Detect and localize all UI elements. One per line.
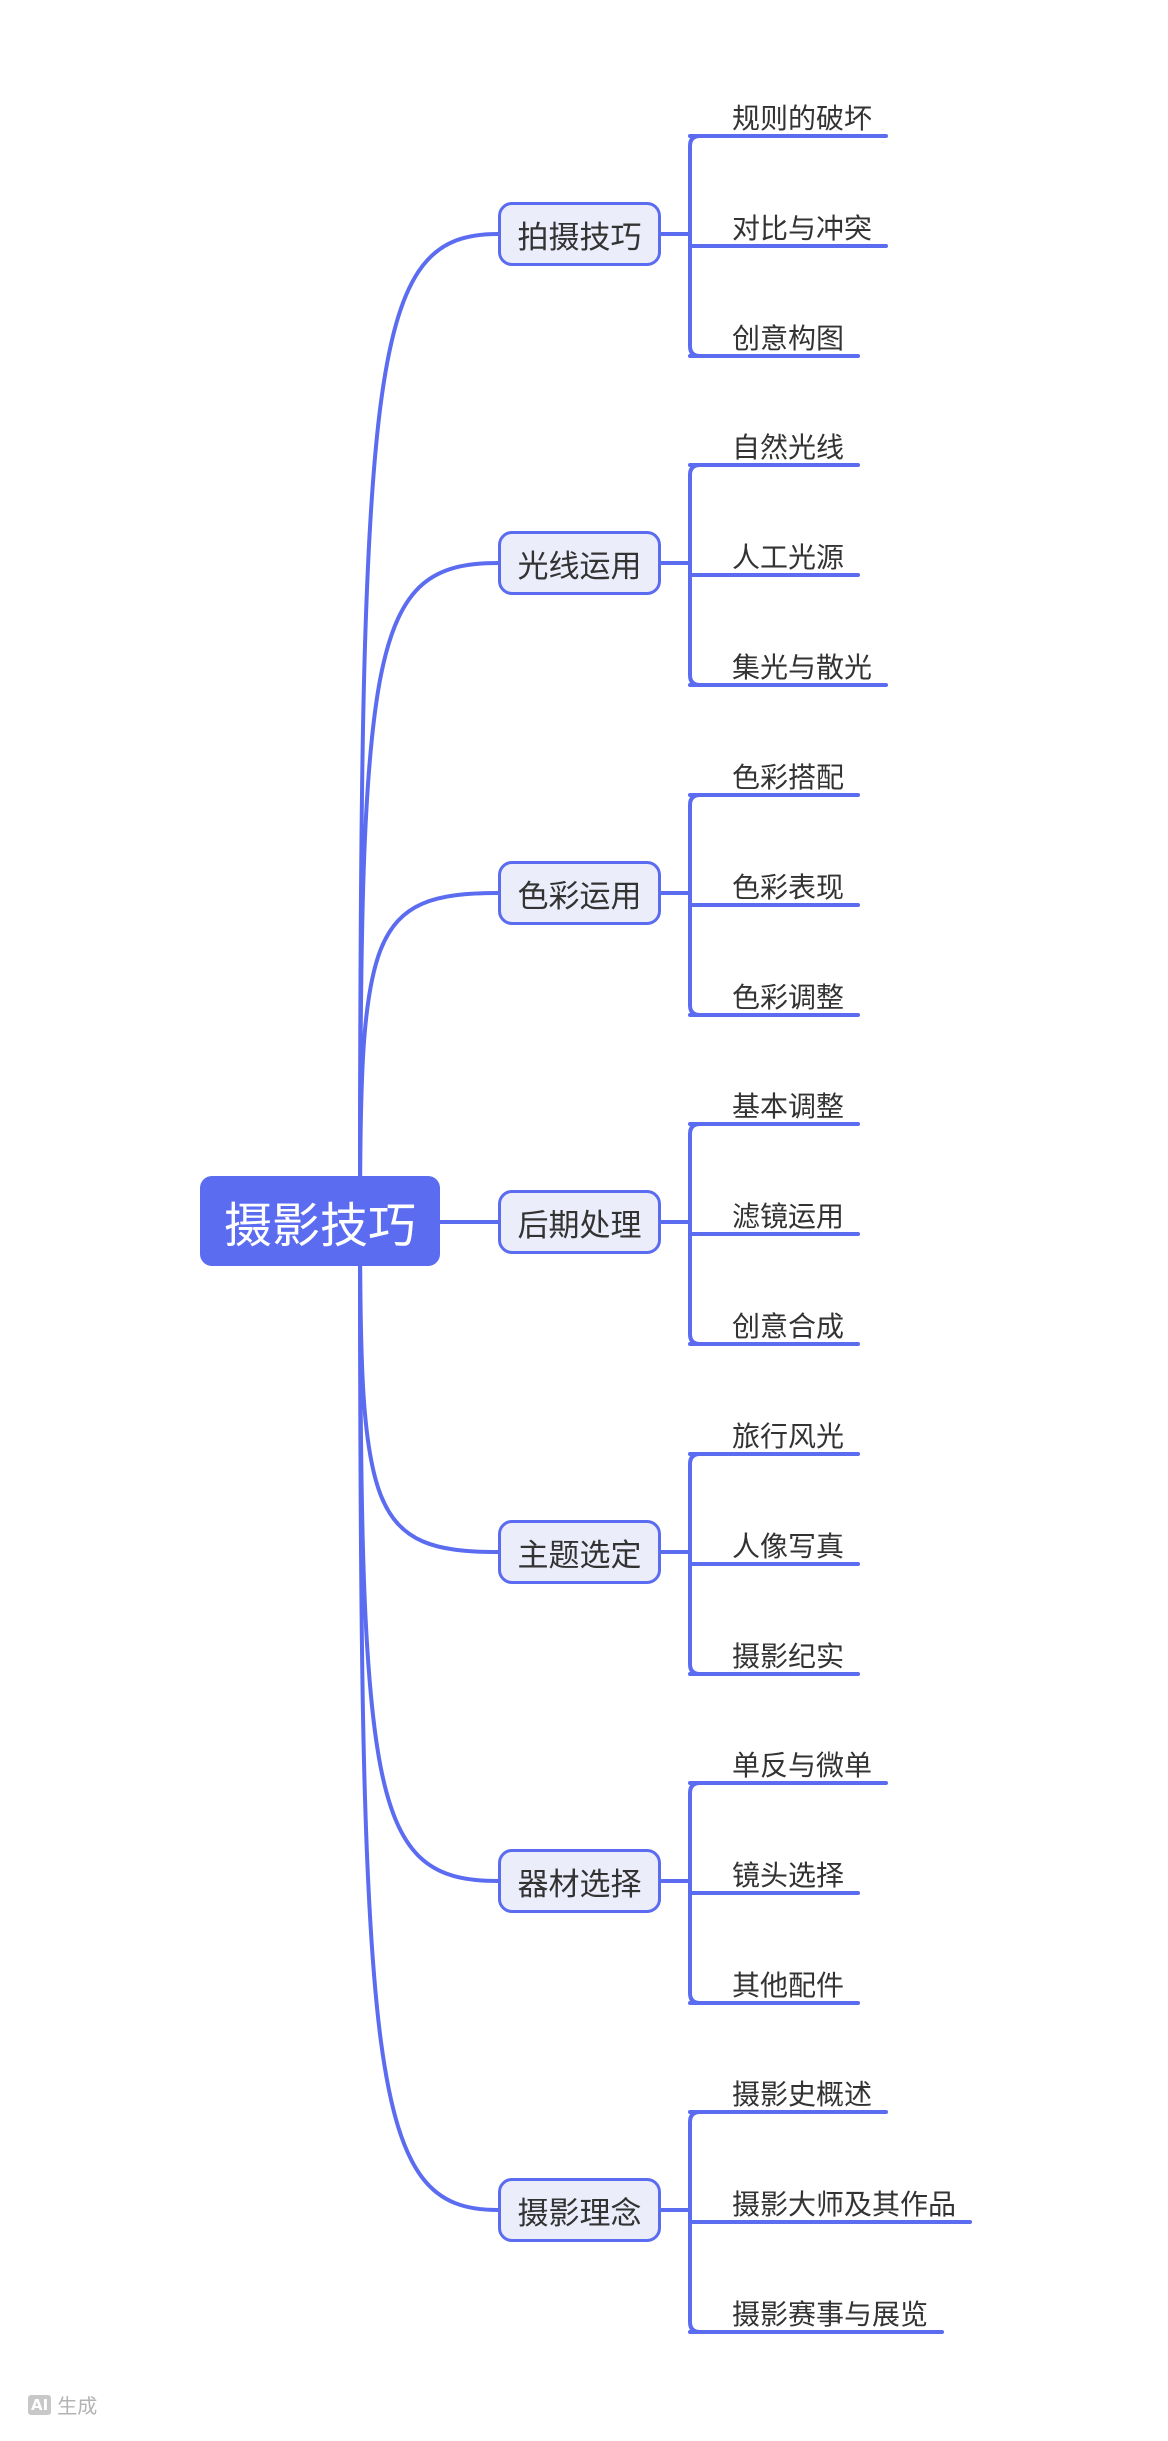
leaf-node[interactable]: 创意构图 — [732, 322, 845, 355]
watermark-text: 生成 — [57, 2394, 98, 2418]
leaf-node[interactable]: 单反与微单 — [732, 1749, 873, 1782]
leaf-node[interactable]: 对比与冲突 — [732, 212, 873, 245]
root-to-branch-line — [358, 1219, 500, 2212]
branch-node[interactable]: 后期处理 — [498, 1190, 661, 1254]
leaf-node[interactable]: 其他配件 — [732, 1969, 845, 2002]
root-node[interactable]: 摄影技巧 — [200, 1176, 440, 1266]
leaf-node[interactable]: 规则的破坏 — [732, 102, 873, 135]
branch-node[interactable]: 器材选择 — [498, 1849, 661, 1913]
branch-node[interactable]: 色彩运用 — [498, 861, 661, 925]
leaf-node[interactable]: 旅行风光 — [732, 1420, 845, 1453]
root-to-branch-line — [358, 561, 500, 1223]
leaf-node[interactable]: 摄影赛事与展览 — [732, 2298, 929, 2331]
branch-node[interactable]: 拍摄技巧 — [498, 202, 661, 266]
root-to-branch-line — [358, 891, 500, 1223]
leaf-node[interactable]: 自然光线 — [732, 431, 845, 464]
ai-badge-icon: AI — [28, 2394, 52, 2415]
leaf-node[interactable]: 基本调整 — [732, 1090, 845, 1123]
leaf-node[interactable]: 集光与散光 — [732, 651, 873, 684]
root-to-branch-line — [358, 232, 500, 1223]
leaf-node[interactable]: 色彩搭配 — [732, 761, 845, 794]
leaf-node[interactable]: 滤镜运用 — [732, 1200, 845, 1233]
root-to-branch-line — [358, 1219, 500, 1554]
branch-node[interactable]: 光线运用 — [498, 531, 661, 595]
leaf-node[interactable]: 镜头选择 — [732, 1859, 845, 1892]
leaf-node[interactable]: 摄影史概述 — [732, 2078, 873, 2111]
branch-node[interactable]: 主题选定 — [498, 1520, 661, 1584]
branch-node[interactable]: 摄影理念 — [498, 2178, 661, 2242]
leaf-node[interactable]: 人像写真 — [732, 1530, 845, 1563]
leaf-node[interactable]: 人工光源 — [732, 541, 845, 574]
ai-generated-watermark: AI 生成 — [28, 2390, 97, 2419]
leaf-node[interactable]: 摄影大师及其作品 — [732, 2188, 957, 2221]
leaf-node[interactable]: 创意合成 — [732, 1310, 845, 1343]
leaf-node[interactable]: 色彩表现 — [732, 871, 845, 904]
leaf-node[interactable]: 色彩调整 — [732, 981, 845, 1014]
leaf-node[interactable]: 摄影纪实 — [732, 1640, 845, 1673]
